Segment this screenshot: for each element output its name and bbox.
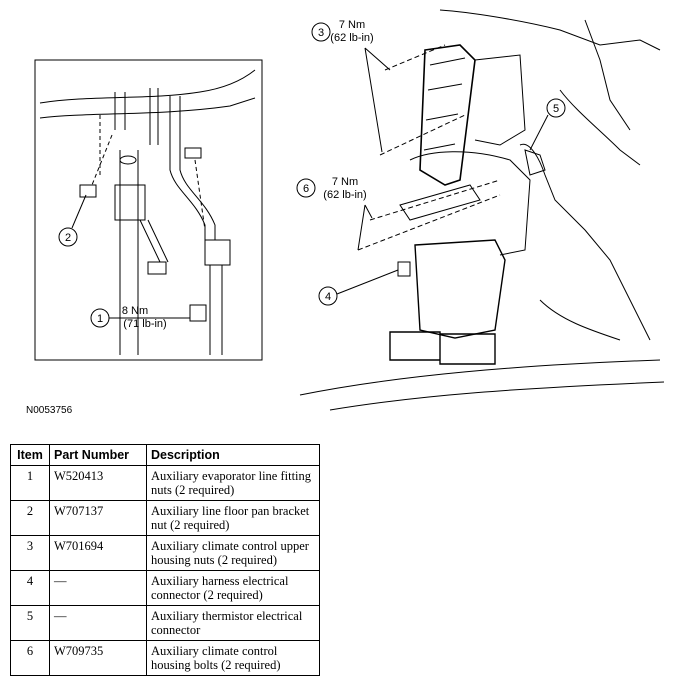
svg-text:4: 4 xyxy=(325,291,331,303)
part-number-cell: — xyxy=(49,570,147,606)
part-number-cell: W707137 xyxy=(49,500,147,536)
table-row: 2 W707137 Auxiliary line floor pan brack… xyxy=(10,500,320,536)
part-number-cell: — xyxy=(49,605,147,641)
table-row: 3 W701694 Auxiliary climate control uppe… xyxy=(10,535,320,571)
item-cell: 1 xyxy=(10,465,50,501)
table-row: 4 — Auxiliary harness electrical connect… xyxy=(10,570,320,606)
callout-6: 6 7 Nm (62 lb-in) xyxy=(296,176,373,251)
item-cell: 3 xyxy=(10,535,50,571)
callout-1: 1 8 Nm (71 lb-in) xyxy=(90,305,190,330)
main-assembly-drawing xyxy=(299,9,665,411)
part-number-cell: W709735 xyxy=(49,640,147,676)
callout-3: 3 7 Nm (62 lb-in) xyxy=(311,19,391,153)
inset-line-drawing xyxy=(39,69,256,355)
table-row: 1 W520413 Auxiliary evaporator line fitt… xyxy=(10,465,320,501)
item-cell: 5 xyxy=(10,605,50,641)
description-cell: Auxiliary climate control housing bolts … xyxy=(146,640,320,676)
parts-table: Item Part Number Description 1 W520413 A… xyxy=(10,444,320,676)
callout-4: 4 xyxy=(318,269,399,306)
callout-5: 5 xyxy=(529,98,566,151)
item-cell: 6 xyxy=(10,640,50,676)
header-part-number: Part Number xyxy=(49,444,147,466)
svg-text:1: 1 xyxy=(97,313,103,325)
svg-text:5: 5 xyxy=(553,103,559,115)
header-item: Item xyxy=(10,444,50,466)
part-number-cell: W520413 xyxy=(49,465,147,501)
callout-2: 2 xyxy=(58,194,87,247)
svg-text:6: 6 xyxy=(303,183,309,195)
item-cell: 2 xyxy=(10,500,50,536)
description-cell: Auxiliary thermistor electrical connecto… xyxy=(146,605,320,641)
figure-id: N0053756 xyxy=(26,405,73,416)
description-cell: Auxiliary evaporator line fitting nuts (… xyxy=(146,465,320,501)
callout-1-torque-lb: (71 lb-in) xyxy=(123,318,166,330)
description-cell: Auxiliary line floor pan bracket nut (2 … xyxy=(146,500,320,536)
callout-3-torque-nm: 7 Nm xyxy=(339,19,365,31)
svg-text:3: 3 xyxy=(318,27,324,39)
inset-detail-frame xyxy=(34,59,263,361)
callout-1-torque-nm: 8 Nm xyxy=(122,305,148,317)
exploded-view-illustration: 1 8 Nm (71 lb-in) 2 3 7 Nm (62 lb-in) 4 … xyxy=(34,9,665,411)
item-cell: 4 xyxy=(10,570,50,606)
svg-text:2: 2 xyxy=(65,232,71,244)
description-cell: Auxiliary climate control upper housing … xyxy=(146,535,320,571)
table-header-row: Item Part Number Description xyxy=(10,444,320,466)
header-description: Description xyxy=(146,444,320,466)
callout-3-torque-lb: (62 lb-in) xyxy=(330,32,373,44)
description-cell: Auxiliary harness electrical connector (… xyxy=(146,570,320,606)
table-row: 5 — Auxiliary thermistor electrical conn… xyxy=(10,605,320,641)
callout-6-torque-nm: 7 Nm xyxy=(332,176,358,188)
table-row: 6 W709735 Auxiliary climate control hous… xyxy=(10,640,320,676)
callout-6-torque-lb: (62 lb-in) xyxy=(323,189,366,201)
part-number-cell: W701694 xyxy=(49,535,147,571)
